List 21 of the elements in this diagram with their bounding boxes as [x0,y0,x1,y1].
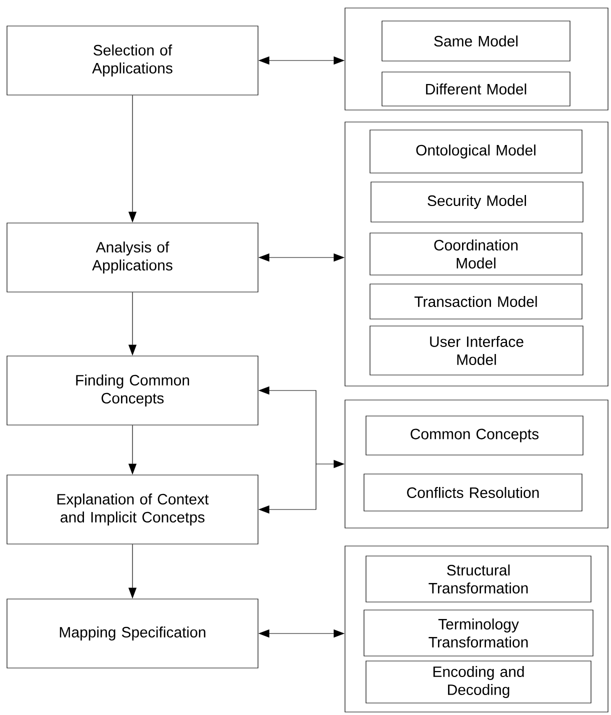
model-box: Ontological Model [370,130,582,174]
group-box [344,546,608,712]
model-box: Transaction Model [370,284,582,320]
model-box: Common Concepts [366,416,584,456]
group-box [344,122,608,386]
model-box: Security Model [370,182,584,222]
group-box [344,400,608,528]
model-box: Structural Transformation [366,556,592,602]
step-box: Selection of Applications [6,26,258,96]
step-box: Explanation of Context and Implicit Concetps [6,474,258,544]
model-box: Encoding and Decoding [366,660,592,704]
model-box: Terminology Transformation [364,610,594,656]
step-box: Analysis of Applications [6,222,258,292]
model-box: Conflicts Resolution [364,474,582,512]
step-box: Finding Common Concepts [6,356,258,426]
model-box: Same Model [382,20,570,62]
model-box: Different Model [382,72,570,106]
model-box: User Interface Model [370,326,584,376]
model-box: Coordination Model [370,232,582,276]
step-box: Mapping Specification [6,598,258,668]
group-box [344,8,608,110]
